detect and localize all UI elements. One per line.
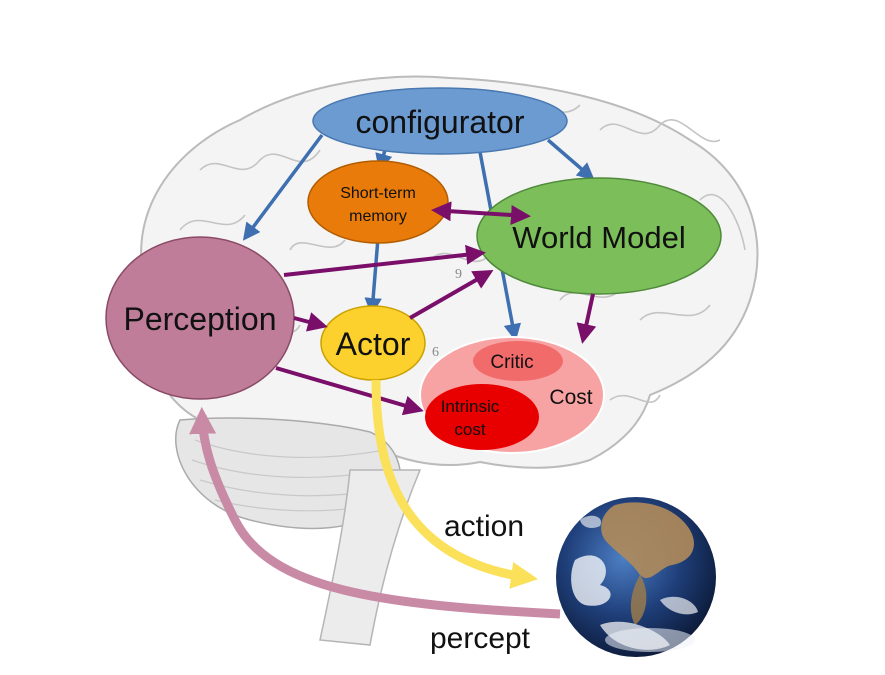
- intrinsic-cost-label-1: Intrinsic: [441, 397, 500, 416]
- arrow-perception-to-actor: [293, 312, 328, 332]
- short-term-memory-node: Short-term memory: [307, 160, 449, 244]
- perception-node: Perception: [105, 236, 295, 400]
- perception-label: Perception: [124, 301, 277, 337]
- action-label: action: [444, 510, 524, 543]
- arrow-config-to-perception: [242, 133, 324, 241]
- configurator-label: configurator: [356, 104, 525, 140]
- arrow-config-to-world-model: [546, 138, 595, 181]
- intrinsic-cost-label-2: cost: [454, 420, 485, 439]
- critic-node: [473, 341, 563, 381]
- cost-label: Cost: [549, 386, 592, 409]
- svg-text:6: 6: [432, 345, 439, 360]
- configurator-node: configurator: [312, 87, 568, 155]
- memory-label-1: Short-term: [340, 185, 416, 202]
- arrow-perception-to-cost: [275, 366, 424, 416]
- svg-text:9: 9: [455, 267, 462, 282]
- intrinsic-cost-node: [425, 384, 539, 450]
- actor-label: Actor: [336, 326, 411, 362]
- arrow-config-to-actor: [364, 237, 382, 316]
- critic-label: Critic: [490, 352, 533, 373]
- percept-label: percept: [430, 622, 531, 655]
- cost-module: Critic Intrinsic cost Cost: [419, 336, 605, 454]
- information-flow-arrows: [275, 201, 597, 416]
- percept-arrow: [189, 406, 561, 619]
- world-model-node: World Model: [476, 177, 722, 295]
- world-model-label: World Model: [512, 220, 685, 255]
- action-arrow: [371, 379, 539, 589]
- earth-globe: [556, 497, 716, 657]
- actor-node: Actor: [320, 305, 426, 381]
- arrow-perception-to-world-model: [283, 244, 486, 277]
- arrow-world-model-to-cost: [576, 293, 597, 344]
- memory-label-2: memory: [349, 208, 407, 225]
- arrow-memory-world-model: [431, 201, 531, 225]
- arrow-actor-to-world-model: [409, 270, 494, 320]
